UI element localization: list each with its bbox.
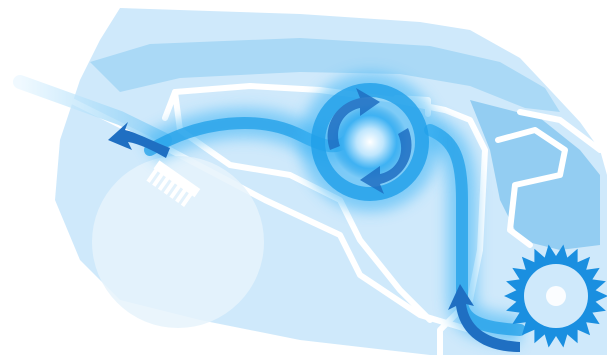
- filter-comb-tooth: [180, 191, 194, 207]
- lid-band: [90, 38, 560, 112]
- curved-arrow-icon: [448, 284, 520, 352]
- wheel: [92, 156, 264, 328]
- top-edge-line: [517, 109, 603, 153]
- gear-brush-icon: [504, 244, 607, 348]
- cyclone-chamber: [300, 72, 440, 212]
- exhaust-beam: [13, 75, 172, 147]
- curved-arrow-icon: [108, 122, 170, 158]
- filter-comb-tooth: [175, 187, 188, 203]
- right-channel-line: [437, 107, 488, 355]
- rotation-arrows-icon: [327, 88, 412, 194]
- filter-comb-tooth: [157, 175, 171, 191]
- filter-comb-tooth: [163, 179, 177, 195]
- filter-comb-icon: [146, 160, 201, 207]
- filter-comb-tooth: [152, 171, 165, 187]
- side-cutout-line: [495, 127, 568, 248]
- filter-comb-spine: [153, 160, 201, 198]
- filter-comb-tooth: [146, 167, 159, 183]
- brush-axle: [546, 286, 566, 306]
- filter-comb-tooth: [169, 183, 182, 199]
